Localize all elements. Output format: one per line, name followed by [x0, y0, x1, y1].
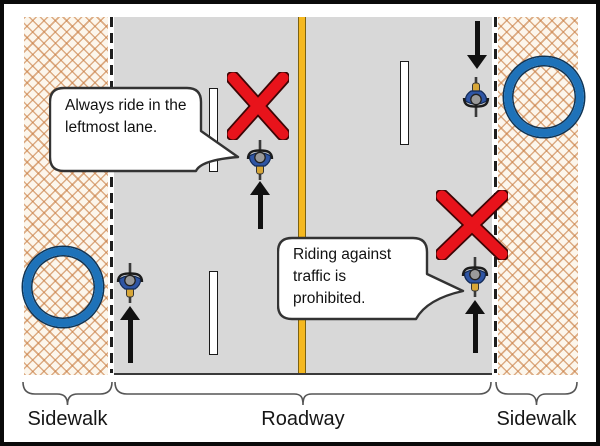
direction-arrow-down-icon [467, 21, 487, 69]
blue-ring-icon [504, 57, 584, 137]
prohibited-x-icon [227, 72, 289, 140]
brace-left-sidewalk [22, 381, 113, 406]
direction-arrow-up-icon [250, 181, 270, 229]
brace-roadway [114, 381, 492, 406]
direction-arrow-up-icon [465, 300, 485, 353]
speech-bubble-against-traffic: Riding against traffic is prohibited. [277, 236, 467, 322]
lane-marking-dash [400, 61, 409, 145]
blue-ring-icon [23, 247, 103, 327]
callout-text: Riding against traffic is prohibited. [293, 246, 392, 307]
brace-right-sidewalk [495, 381, 578, 406]
bicyclist-icon [462, 77, 490, 117]
label-left-sidewalk: Sidewalk [27, 408, 108, 430]
bicyclist-icon [246, 140, 274, 180]
direction-arrow-up-icon [120, 306, 140, 363]
lane-marking-dash [209, 271, 218, 355]
lane-marking-dash [209, 88, 218, 172]
prohibited-x-icon [436, 190, 508, 260]
bicyclist-icon [116, 263, 144, 303]
speech-bubble-leftmost-lane: Always ride in the leftmost lane. [49, 86, 241, 174]
bicyclist-icon [461, 257, 489, 297]
yellow-center-line [298, 17, 306, 373]
label-roadway: Roadway [261, 408, 345, 430]
label-right-sidewalk: Sidewalk [496, 408, 577, 430]
callout-text: Always ride in the leftmost lane. [65, 97, 187, 136]
left-curb-line [108, 17, 114, 375]
